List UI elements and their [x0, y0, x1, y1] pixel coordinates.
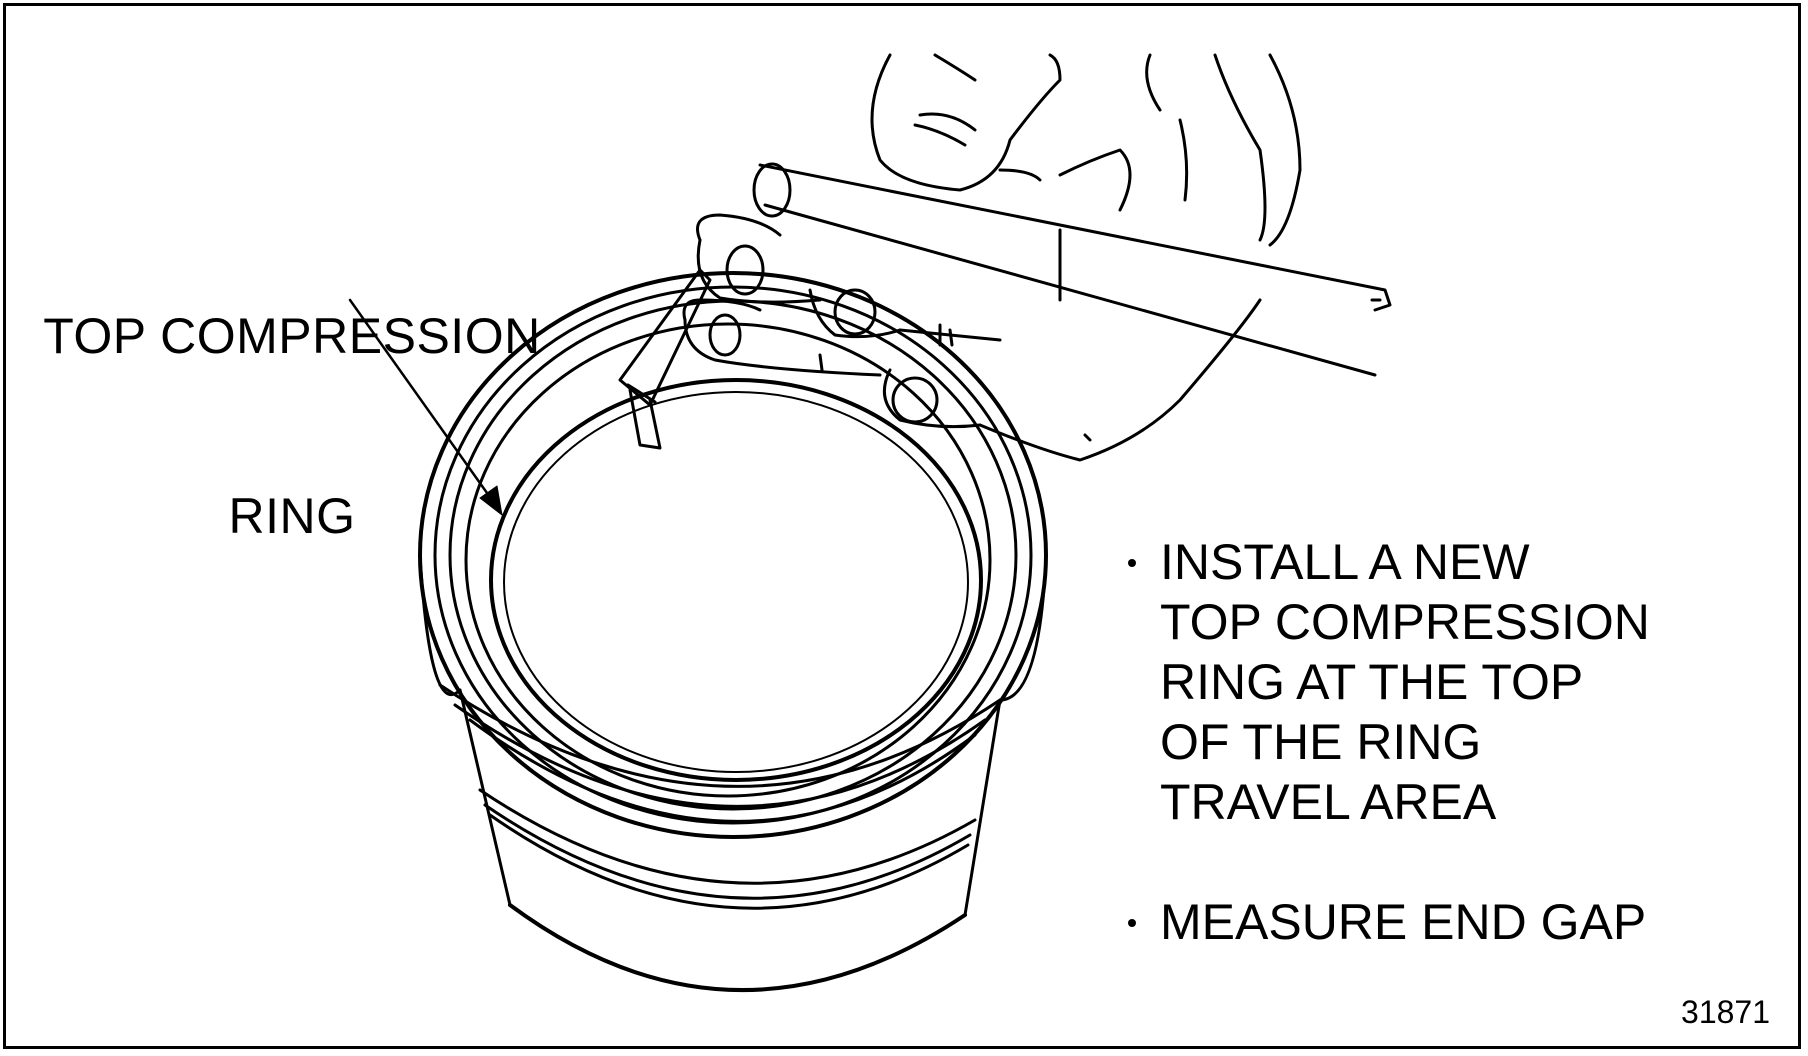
callout-line-1: TOP COMPRESSION: [43, 308, 541, 364]
cylinder-liner-icon: [418, 271, 1048, 993]
callout-line-2: RING: [228, 488, 356, 544]
figure-number: 31871: [1681, 994, 1770, 1030]
instruction-2-line-1: MEASURE END GAP: [1160, 894, 1647, 950]
callout-arrow-icon: [348, 298, 503, 516]
bullet-dot-2: [1128, 919, 1136, 927]
instruction-1-line-4: OF THE RING: [1160, 714, 1482, 770]
instruction-1-line-2: TOP COMPRESSION: [1160, 594, 1650, 650]
figure-frame: [3, 3, 1801, 1049]
instruction-1-line-1: INSTALL A NEW: [1160, 534, 1530, 590]
instruction-1-line-5: TRAVEL AREA: [1160, 774, 1497, 830]
feeler-gauge-blade-icon: [618, 268, 712, 450]
hand-holding-gauge-icon: [682, 53, 1392, 462]
callout-label: TOP COMPRESSION RING: [42, 186, 542, 606]
instruction-1-line-3: RING AT THE TOP: [1160, 654, 1584, 710]
bullet-dot-1: [1128, 559, 1136, 567]
